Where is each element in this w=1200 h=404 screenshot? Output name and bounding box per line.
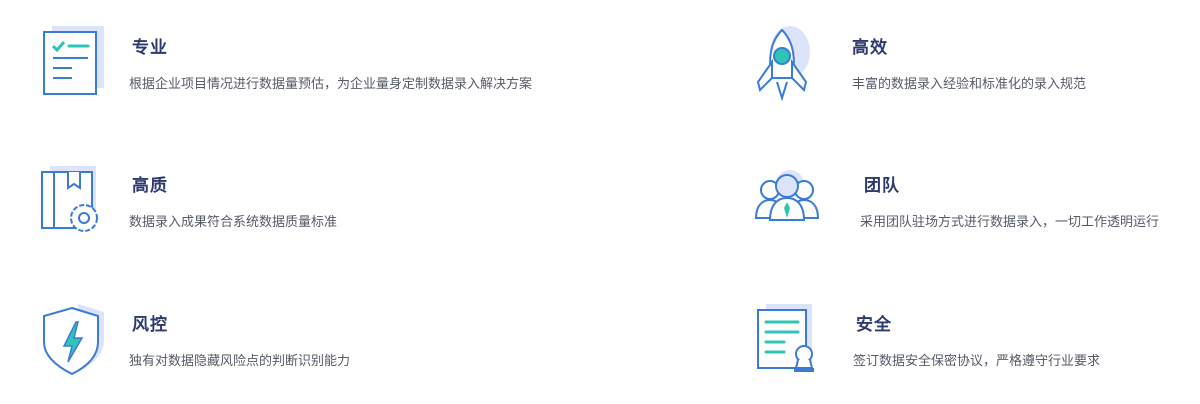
feature-description: 独有对数据隐藏风险点的判断识别能力 — [129, 354, 351, 369]
document-seal-icon — [752, 300, 822, 380]
feature-title: 高质 — [132, 176, 168, 196]
feature-description: 采用团队驻场方式进行数据录入，一切工作透明运行 — [860, 215, 1160, 230]
feature-title: 高效 — [852, 38, 888, 58]
feature-description: 签订数据安全保密协议，严格遵守行业要求 — [853, 354, 1101, 369]
feature-description: 根据企业项目情况进行数据量预估，为企业量身定制数据录入解决方案 — [129, 77, 533, 92]
rocket-icon — [750, 22, 820, 102]
feature-description: 数据录入成果符合系统数据质量标准 — [129, 215, 338, 230]
team-people-icon — [752, 162, 822, 242]
feature-description: 丰富的数据录入经验和标准化的录入规范 — [852, 77, 1087, 92]
feature-title: 团队 — [864, 176, 900, 196]
checklist-document-icon — [38, 22, 108, 102]
feature-title: 专业 — [132, 38, 168, 58]
shield-lightning-icon — [38, 300, 108, 380]
book-gear-icon — [38, 162, 108, 242]
feature-title: 安全 — [856, 315, 892, 335]
feature-title: 风控 — [132, 315, 168, 335]
